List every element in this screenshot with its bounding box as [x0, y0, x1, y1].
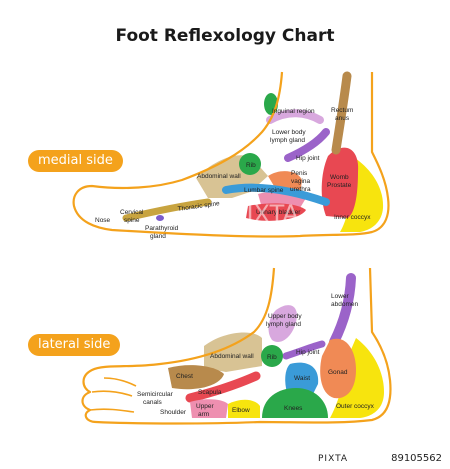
- label-upper-body-1: Upper body: [268, 313, 302, 320]
- label-prostate: Prostate: [327, 182, 352, 189]
- lateral-labels: Lower abdomen Upper body lymph gland Abd…: [137, 293, 375, 418]
- label-penis: Penis: [291, 170, 308, 177]
- medial-rectum-band: [331, 71, 352, 155]
- lateral-rib-green: [261, 345, 283, 367]
- lateral-purple-band: [329, 273, 356, 347]
- label-waist: Waist: [294, 375, 310, 382]
- footer-brand: PIXTA: [318, 454, 349, 464]
- label-cervical-1: Cervical: [120, 209, 144, 216]
- lateral-toe-line-3: [103, 377, 137, 387]
- label-lower-body-2: lymph gland: [270, 137, 305, 144]
- label-urethra: urethra: [290, 186, 311, 193]
- label-hip-joint-lat: Hip joint: [296, 349, 320, 356]
- medial-rib-green: [239, 153, 261, 175]
- lateral-heel-yellow-zone: [330, 338, 384, 418]
- medial-womb-prostate: [321, 147, 359, 218]
- label-rib: Rib: [246, 162, 256, 169]
- label-inguinal-region: Inguinal region: [272, 108, 315, 115]
- medial-spine-band: [122, 198, 212, 222]
- lateral-hip-purple: [282, 340, 326, 360]
- lateral-toe-line-1: [91, 390, 133, 397]
- lateral-knees-green: [262, 388, 328, 418]
- lateral-gonad: [320, 338, 356, 399]
- medial-lilac-band: [266, 109, 324, 124]
- label-rectum: Rectum: [331, 107, 353, 114]
- label-semicircular-2: canals: [143, 399, 163, 406]
- label-womb: Womb: [330, 174, 349, 181]
- label-hip-joint: Hip joint: [296, 155, 320, 162]
- lateral-side-label: lateral side: [28, 334, 121, 356]
- label-thoracic-spine: Thoracic spine: [177, 200, 220, 213]
- lateral-abdominal-tan: [204, 332, 262, 372]
- label-chest: Chest: [176, 373, 193, 380]
- label-upper-body-2: lymph gland: [266, 321, 301, 328]
- label-cervical-2: spine: [124, 217, 140, 224]
- medial-purple-band: [284, 128, 330, 162]
- label-semicircular-1: Semicircular: [137, 391, 174, 398]
- lateral-waist-blue: [285, 362, 319, 396]
- lateral-lymph-lilac: [268, 305, 297, 342]
- label-upper-arm-1: Upper: [196, 403, 215, 410]
- label-inner-coccyx: Inner coccyx: [334, 214, 371, 221]
- lateral-scapula-red: [185, 371, 261, 403]
- medial-foot: [72, 71, 390, 238]
- medial-bladder-red: [246, 203, 306, 221]
- label-abdominal-wall-lat: Abdominal wall: [210, 353, 254, 360]
- label-lumbar-spine: Lumbar spine: [244, 187, 284, 194]
- label-lower-abdomen-1: Lower: [331, 293, 350, 300]
- label-outer-coccyx: Outer coccyx: [336, 403, 375, 410]
- page-title: Foot Reflexology Chart: [115, 26, 335, 46]
- lateral-foot-outline: [81, 267, 392, 425]
- label-abdominal-wall: Abdominal wall: [197, 173, 241, 180]
- watermark-text: PIXTA: [232, 200, 299, 228]
- label-anus: anus: [335, 115, 350, 122]
- label-vagina: vagina: [291, 178, 311, 185]
- label-lower-body-1: Lower body: [272, 129, 306, 136]
- label-upper-arm-2: arm: [198, 411, 209, 418]
- label-lower-abdomen-2: abdomen: [331, 301, 358, 308]
- footer-id: 89105562: [391, 453, 442, 464]
- label-urinary-bladder: Urinary bladder: [256, 209, 301, 216]
- label-rib-lat: Rib: [267, 354, 277, 361]
- lateral-foot: [81, 267, 392, 425]
- label-elbow: Elbow: [232, 407, 250, 414]
- lateral-chest-brown: [168, 365, 224, 390]
- lateral-elbow-yellow: [228, 399, 260, 418]
- medial-lumbar-blue: [222, 183, 330, 206]
- lateral-upperarm-pink: [190, 399, 228, 418]
- label-parathyroid-2: gland: [150, 233, 166, 240]
- label-knees: Knees: [284, 405, 303, 412]
- label-scapula: Scapula: [198, 389, 222, 396]
- label-nose: Nose: [95, 217, 111, 224]
- label-parathyroid-1: Parathyroid: [145, 225, 179, 232]
- label-shoulder: Shoulder: [160, 409, 187, 416]
- medial-foot-outline: [72, 71, 390, 238]
- label-gonad: Gonad: [328, 369, 348, 376]
- lateral-toe-line-2: [89, 408, 135, 413]
- medial-side-label: medial side: [28, 150, 123, 172]
- medial-parathyroid: [156, 215, 164, 221]
- medial-labels: Inguinal region Rectum anus Lower body l…: [95, 107, 371, 240]
